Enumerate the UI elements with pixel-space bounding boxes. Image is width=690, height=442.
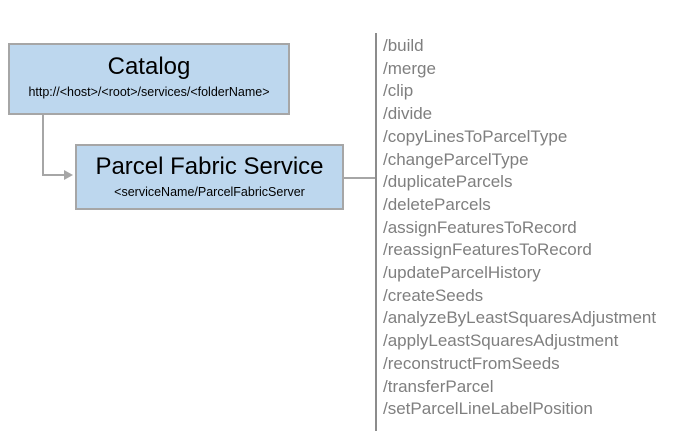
catalog-title: Catalog <box>107 53 191 80</box>
endpoint-item: /reassignFeaturesToRecord <box>383 240 592 260</box>
endpoint-item: /divide <box>383 104 433 124</box>
endpoint-item: /changeParcelType <box>383 149 529 169</box>
endpoint-item: /analyzeByLeastSquaresAdjustment <box>383 308 657 328</box>
endpoint-item: /transferParcel <box>383 376 494 396</box>
catalog-subtitle: http://<host>/<root>/services/<folderNam… <box>28 85 270 99</box>
service-title: Parcel Fabric Service <box>95 153 324 180</box>
endpoint-item: /createSeeds <box>383 285 484 305</box>
arrowhead-icon <box>64 170 73 180</box>
endpoint-item: /setParcelLineLabelPosition <box>383 399 593 419</box>
endpoint-item: /updateParcelHistory <box>383 263 541 283</box>
endpoint-list-rule <box>375 33 377 431</box>
endpoint-item: /build <box>383 36 424 55</box>
endpoint-item: /deleteParcels <box>383 194 491 214</box>
endpoint-item: /merge <box>383 58 436 78</box>
endpoint-item: /reconstructFromSeeds <box>383 353 560 373</box>
connector-horizontal-segment <box>42 174 65 176</box>
endpoint-item: /applyLeastSquaresAdjustment <box>383 331 619 351</box>
endpoint-list: /build /merge /clip /divide /copyLinesTo… <box>383 35 656 421</box>
endpoint-item: /clip <box>383 81 414 101</box>
endpoint-item: /copyLinesToParcelType <box>383 126 568 146</box>
service-subtitle: <serviceName/ParcelFabricServer <box>114 185 305 199</box>
service-to-endpoints-connector <box>344 177 375 179</box>
service-box: Parcel Fabric Service <serviceName/Parce… <box>75 144 344 210</box>
endpoint-item: /duplicateParcels <box>383 172 513 192</box>
connector-vertical-segment <box>42 115 44 176</box>
catalog-box: Catalog http://<host>/<root>/services/<f… <box>8 43 290 115</box>
endpoint-item: /assignFeaturesToRecord <box>383 217 577 237</box>
